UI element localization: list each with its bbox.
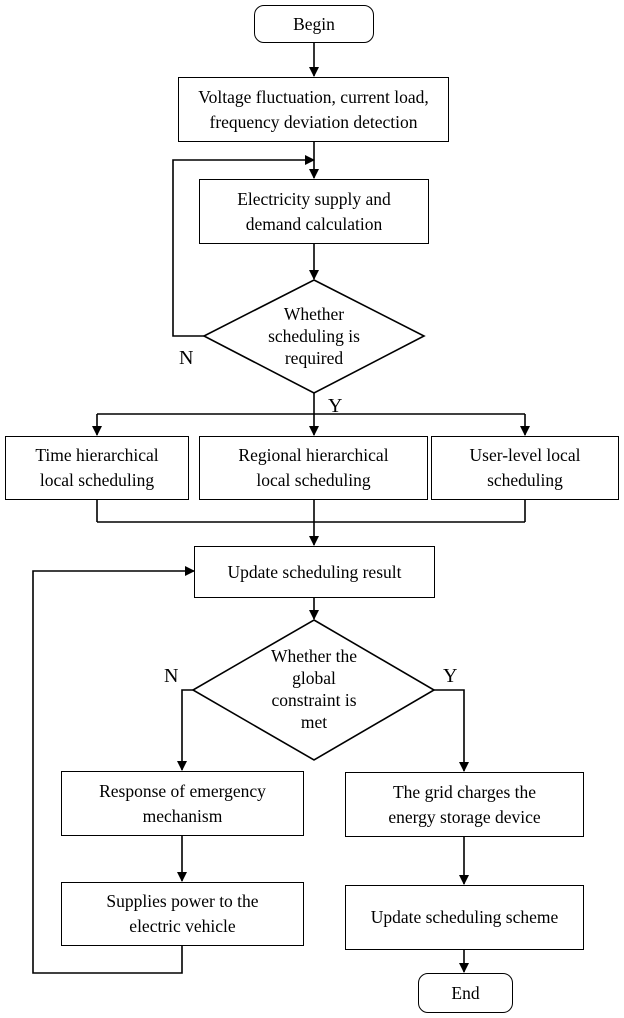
decision-constraint-text: Whether the global constraint is met [234, 642, 394, 736]
update-scheme-label: Update scheduling scheme [370, 907, 559, 927]
update-result-box: Update scheduling result [194, 546, 435, 598]
detection-label: Voltage fluctuation, current load, frequ… [198, 86, 429, 132]
end-label: End [451, 982, 480, 1003]
grid-charge-box: The grid charges the energy storage devi… [345, 772, 584, 837]
loop-supply-to-update [32, 566, 195, 974]
calculation-box: Electricity supply and demand calculatio… [199, 179, 429, 244]
decision-constraint-label: Whether the global constraint is met [271, 646, 357, 732]
detection-box: Voltage fluctuation, current load, frequ… [178, 77, 449, 142]
decision-scheduling-text: Whether scheduling is required [234, 297, 394, 375]
user-scheduling-box: User-level local scheduling [431, 436, 619, 500]
decision-scheduling-label: Whether scheduling is required [268, 304, 360, 368]
emergency-label: Response of emergency mechanism [99, 780, 266, 826]
edge-label-constraint-no: N [164, 665, 179, 687]
begin-node: Begin [254, 5, 374, 43]
edge-label-scheduling-yes: Y [328, 395, 343, 417]
grid-charge-label: The grid charges the energy storage devi… [388, 781, 541, 827]
supply-ev-box: Supplies power to the electric vehicle [61, 882, 304, 946]
supply-ev-label: Supplies power to the electric vehicle [106, 891, 259, 936]
decision-diamond-constraint [191, 619, 436, 761]
update-scheme-box: Update scheduling scheme [345, 885, 584, 950]
arrow-constraint-no [177, 689, 193, 771]
update-result-label: Update scheduling result [227, 561, 402, 582]
loop-no-scheduling [172, 155, 315, 337]
regional-scheduling-label: Regional hierarchical local scheduling [238, 445, 389, 490]
regional-scheduling-box: Regional hierarchical local scheduling [199, 436, 428, 500]
edge-label-constraint-yes: Y [443, 665, 458, 687]
edge-label-scheduling-no: N [179, 347, 194, 369]
emergency-box: Response of emergency mechanism [61, 771, 304, 836]
arrow-constraint-yes [434, 689, 469, 772]
end-node: End [418, 973, 513, 1013]
decision-diamond-scheduling [202, 279, 426, 394]
time-scheduling-label: Time hierarchical local scheduling [35, 445, 159, 490]
user-scheduling-label: User-level local scheduling [469, 445, 581, 490]
calculation-label: Electricity supply and demand calculatio… [237, 188, 391, 234]
time-scheduling-box: Time hierarchical local scheduling [5, 436, 189, 500]
begin-label: Begin [293, 13, 335, 34]
